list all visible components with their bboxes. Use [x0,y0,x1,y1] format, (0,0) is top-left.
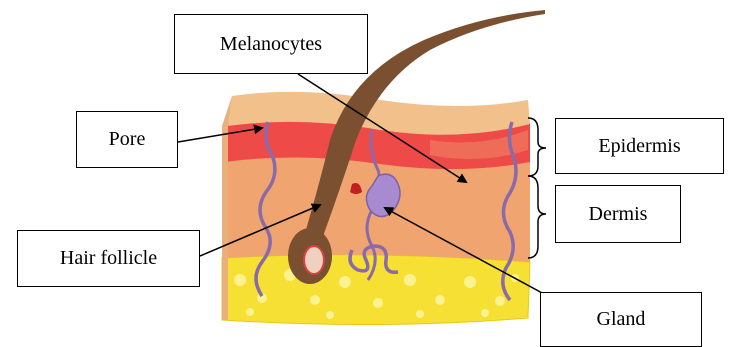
hair-follicle-label: Hair follicle [17,230,200,287]
dermis-bracket [528,176,546,258]
dermis-label: Dermis [555,185,681,243]
melanocytes-label: Melanocytes [174,14,368,74]
hair-papilla [304,246,324,274]
gland-label: Gland [540,292,702,347]
epidermis-bracket [528,118,546,176]
epidermis-label: Epidermis [555,118,724,174]
pore-label: Pore [76,111,178,168]
